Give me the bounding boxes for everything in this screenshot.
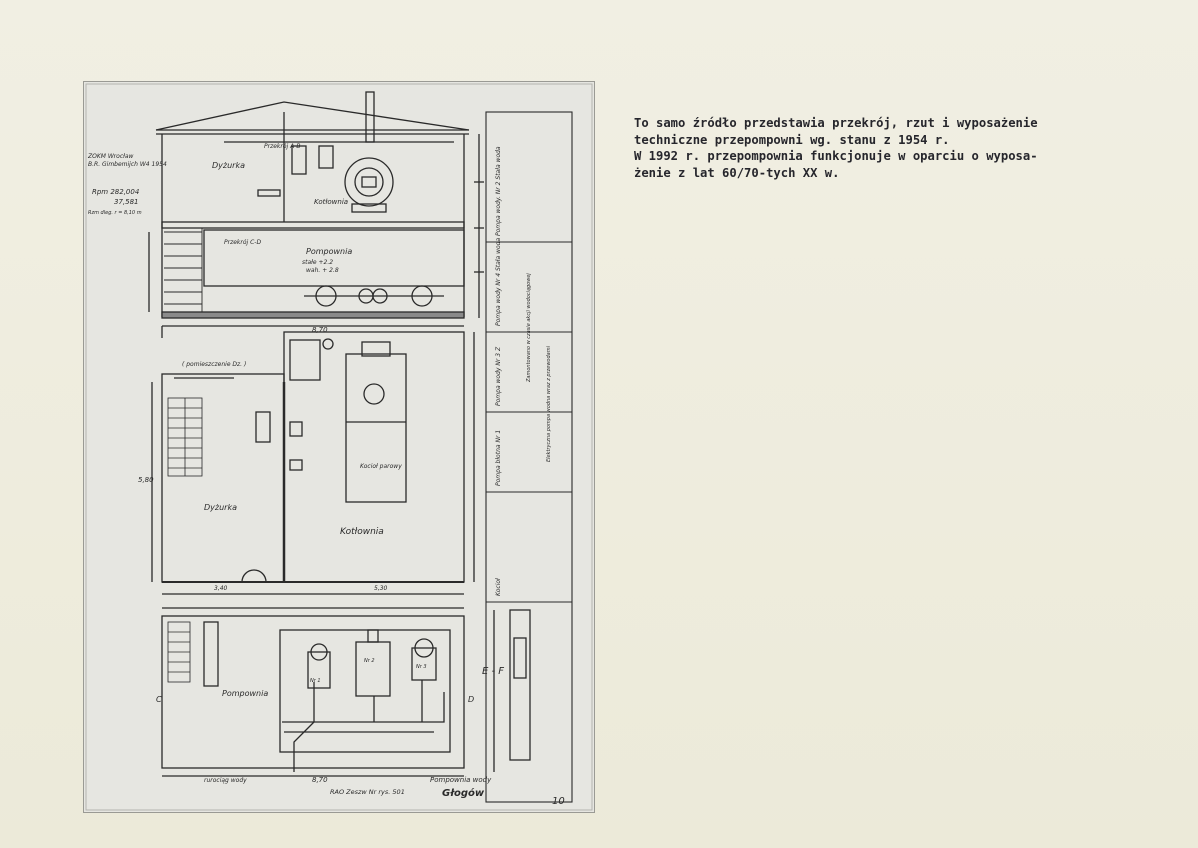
caption-text: To samo źródło przedstawia przekrój, rzu…: [634, 115, 1154, 181]
plan-boiler: Kocioł parowy: [360, 463, 402, 470]
pump-side-d: D: [468, 695, 474, 704]
caption-line-1: To samo źródło przedstawia przekrój, rzu…: [634, 116, 1038, 130]
equipment-table: [485, 111, 573, 803]
section-room-pump: Pompownia: [306, 247, 352, 256]
blueprint-drawing: ZOKM Wrocław B.R. Gimbemijch W4 1954 Rpm…: [84, 82, 594, 812]
plan-drawing: [151, 326, 475, 595]
pump-side-c: C: [156, 695, 162, 704]
section-cd-label: Przekrój C-D: [224, 239, 261, 246]
footer-right-top: Pompownia wody: [430, 776, 492, 784]
pump-plan-drawing: [161, 607, 531, 777]
table-text-4: Pompa błotna Nr 1: [495, 430, 502, 486]
table-text-5: Kocioł: [495, 578, 502, 596]
table-text-3: Pompa wody Nr 3 Z: [495, 346, 502, 406]
pump-mark-3: Nr 3: [416, 664, 427, 670]
plan-annex: ( pomieszczenie Dz. ): [182, 361, 246, 368]
section-room-left: Dyżurka: [212, 161, 245, 170]
pump-mark-2: Nr 2: [364, 658, 375, 664]
rpm-note-2: 37,581: [114, 198, 139, 206]
section-level-1: stałe +2.2: [302, 259, 333, 266]
footer-right-bottom: Głogów: [442, 787, 485, 799]
footer-page-num: 10: [552, 796, 565, 807]
pump-plan-dim: 8,70: [312, 776, 328, 784]
pump-mark-1: Nr 1: [310, 678, 321, 684]
table-text-7: Elektryczna pompa wodna wraz z przewodam…: [546, 345, 552, 462]
pump-plan-room: Pompownia: [222, 689, 268, 698]
table-text-6: Zamontowano w czasie akcji wodociągowej: [526, 273, 532, 383]
header-note-1: ZOKM Wrocław: [87, 153, 134, 160]
section-room-boiler: Kotłownia: [314, 198, 348, 206]
rpm-note-1: Rpm 282,004: [92, 188, 139, 196]
plan-dim-depth: 5,80: [138, 476, 154, 484]
plan-dim-total: 8,70: [312, 326, 328, 334]
rpm-note-3: Rzm dleg. r = 8,10 m: [88, 210, 142, 216]
table-text-1: Pompa wody. Nr 2 Stała woda: [495, 146, 502, 236]
plan-room-left: Dyżurka: [204, 503, 237, 512]
plan-room-right: Kotłownia: [340, 527, 384, 537]
pump-plan-pipe: rurociąg wody: [204, 777, 247, 784]
footer-left: RAO Zeszw Nr rys. 501: [330, 788, 405, 796]
header-note-2: B.R. Gimbemijch W4 1954: [88, 161, 167, 168]
caption-line-2: techniczne przepompowni wg. stanu z 1954…: [634, 132, 950, 147]
plan-dim-bottom-2: 5,30: [374, 585, 388, 592]
plan-dim-bottom-1: 3,40: [214, 585, 228, 592]
section-drawing: [148, 91, 484, 327]
table-text-2: Pompa wody Nr 4 Stała woda: [495, 238, 502, 326]
caption-line-4: żenie z lat 60/70-tych XX w.: [634, 165, 840, 180]
section-ab-label: Przekrój A-B: [264, 143, 301, 150]
blueprint-photo: ZOKM Wrocław B.R. Gimbemijch W4 1954 Rpm…: [84, 82, 594, 812]
section-level-2: wah. + 2.8: [306, 267, 339, 274]
pump-plan-ef: E - F: [482, 666, 504, 677]
equipment-table-text: Pompa wody. Nr 2 Stała woda Pompa wody N…: [495, 146, 552, 596]
caption-line-3: W 1992 r. przepompownia funkcjonuje w op…: [634, 149, 1038, 163]
